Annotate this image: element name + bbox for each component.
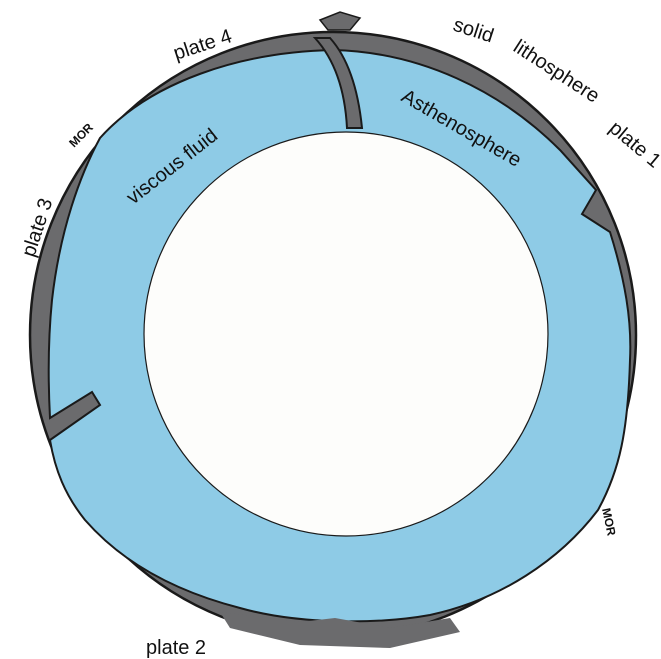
boundary-notch-top <box>320 12 360 30</box>
label-plate-1: plate 1 <box>605 117 661 172</box>
label-lithosphere: lithosphere <box>509 36 603 108</box>
inner-core <box>144 132 548 536</box>
label-plate-2: plate 2 <box>146 637 206 659</box>
label-solid: solid <box>450 14 496 48</box>
label-mor-left: MOR <box>66 120 96 150</box>
label-mor-right: MOR <box>599 507 619 538</box>
